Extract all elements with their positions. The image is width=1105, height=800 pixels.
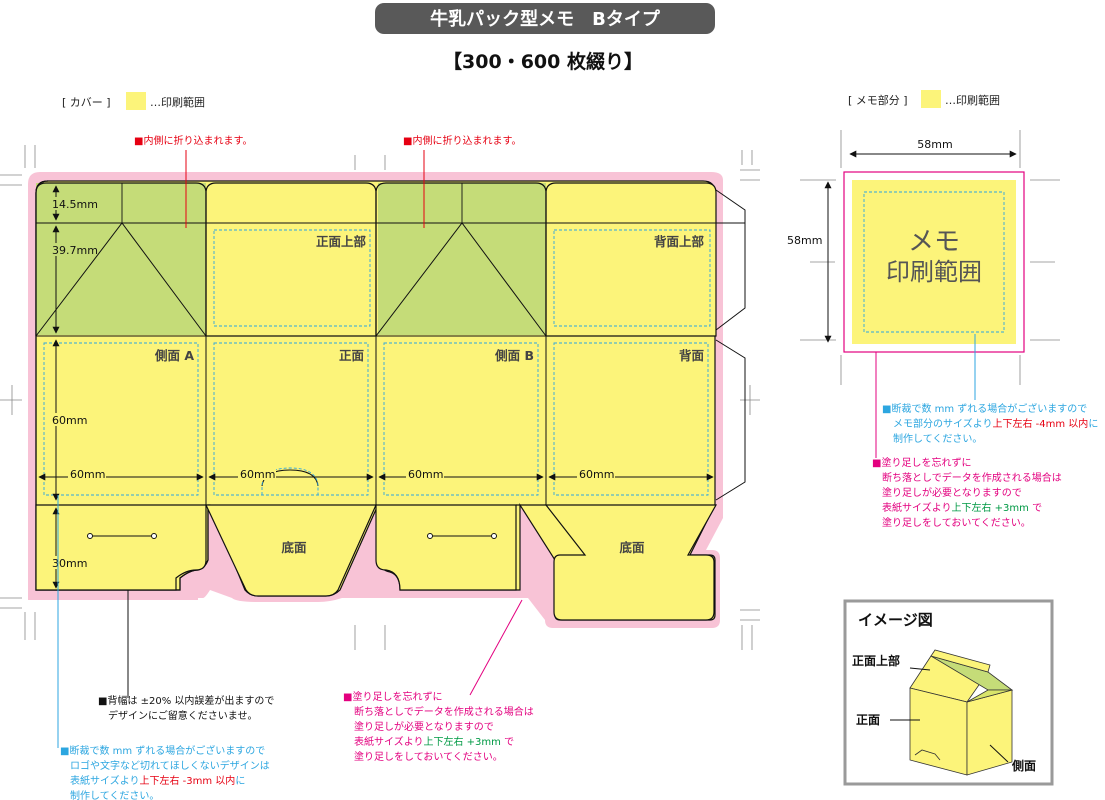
svg-text:制作してください。: 制作してください。	[893, 432, 982, 445]
svg-text:表紙サイズより上下左右 -3mm 以内に: 表紙サイズより上下左右 -3mm 以内に	[70, 774, 245, 787]
spine-note: ■背幅は ±20% 以内誤差が出ますので デザインにご留意くださいませ。	[98, 694, 274, 722]
memo-bleed-note: ■塗り足しを忘れずに 断ち落としでデータを作成される場合は 塗り足しが必要となり…	[872, 456, 1062, 529]
svg-text:塗り足しをしておいてください。: 塗り足しをしておいてください。	[882, 516, 1031, 529]
svg-text:塗り足しをしておいてください。: 塗り足しをしておいてください。	[354, 750, 503, 763]
fold-notes: ■内側に折り込まれます。 ■内側に折り込まれます。	[134, 134, 521, 228]
svg-text:…印刷範囲: …印刷範囲	[945, 93, 1000, 107]
image-label-front-top: 正面上部	[852, 653, 900, 668]
memo-area-line2: 印刷範囲	[886, 258, 982, 286]
label-side-b: 側面 B	[494, 348, 534, 363]
svg-text:■背幅は ±20% 以内誤差が出ますので: ■背幅は ±20% 以内誤差が出ますので	[98, 694, 274, 707]
svg-text:60mm: 60mm	[70, 468, 105, 481]
svg-text:表紙サイズより上下左右 +3mm で: 表紙サイズより上下左右 +3mm で	[354, 735, 514, 748]
fold-note-left: ■内側に折り込まれます。	[134, 134, 252, 147]
svg-text:制作してください。: 制作してください。	[70, 789, 159, 800]
image-box-title: イメージ図	[858, 611, 933, 629]
svg-text:表紙サイズより上下左右 +3mm で: 表紙サイズより上下左右 +3mm で	[882, 501, 1042, 514]
print-range-swatch	[126, 92, 146, 110]
page-title: 牛乳パック型メモ Bタイプ	[430, 8, 661, 30]
label-side-a: 側面 A	[154, 348, 194, 363]
svg-text:39.7mm: 39.7mm	[52, 244, 98, 257]
svg-text:60mm: 60mm	[52, 414, 87, 427]
carton-illustration	[909, 649, 1014, 776]
title-bar: 牛乳パック型メモ Bタイプ	[375, 3, 715, 34]
label-front: 正面	[339, 348, 365, 363]
svg-text:14.5mm: 14.5mm	[52, 198, 98, 211]
label-bottom-1: 底面	[281, 540, 307, 555]
svg-text:■断裁で数 mm ずれる場合がございますので: ■断裁で数 mm ずれる場合がございますので	[882, 402, 1087, 415]
svg-text:…印刷範囲: …印刷範囲	[150, 95, 205, 109]
svg-text:60mm: 60mm	[579, 468, 614, 481]
svg-text:デザインにご留意くださいませ。: デザインにご留意くださいませ。	[108, 709, 258, 722]
image-label-side: 側面	[1011, 758, 1036, 773]
memo-legend: [ メモ部分 ] …印刷範囲	[848, 90, 1000, 108]
panel-labels: 正面上部 背面上部 側面 A 正面 側面 B 背面 底面 底面	[154, 234, 705, 555]
memo-cut-note: ■断裁で数 mm ずれる場合がございますので メモ部分のサイズより上下左右 -4…	[882, 402, 1098, 445]
svg-text:ロゴや文字など切れてほしくないデザインは: ロゴや文字など切れてほしくないデザインは	[70, 759, 270, 772]
label-bottom-2: 底面	[619, 540, 645, 555]
safe-area	[43, 229, 711, 496]
svg-text:断ち落としでデータを作成される場合は: 断ち落としでデータを作成される場合は	[354, 705, 534, 718]
cover-template	[28, 172, 746, 628]
svg-text:断ち落としでデータを作成される場合は: 断ち落としでデータを作成される場合は	[882, 471, 1062, 484]
fold-note-right: ■内側に折り込まれます。	[403, 134, 521, 147]
memo-template: メモ 印刷範囲 58mm 58mm	[787, 130, 1060, 458]
print-range-swatch	[921, 90, 941, 108]
label-front-top: 正面上部	[316, 234, 367, 249]
label-back: 背面	[679, 348, 705, 363]
svg-text:58mm: 58mm	[917, 138, 952, 151]
svg-text:58mm: 58mm	[787, 234, 822, 247]
image-box: イメージ図 正面上部 正面 側面	[843, 599, 1054, 786]
svg-text:■塗り足しを忘れずに: ■塗り足しを忘れずに	[343, 690, 442, 703]
svg-text:[ カバー ]: [ カバー ]	[62, 96, 111, 109]
crop-marks	[0, 145, 760, 650]
cover-bleed-note: ■塗り足しを忘れずに 断ち落としでデータを作成される場合は 塗り足しが必要となり…	[343, 690, 534, 763]
cover-legend: [ カバー ] …印刷範囲	[62, 92, 205, 110]
svg-text:30mm: 30mm	[52, 557, 87, 570]
svg-text:■塗り足しを忘れずに: ■塗り足しを忘れずに	[872, 456, 971, 469]
dimension-labels: 14.5mm 39.7mm 60mm 30mm 60mm 60mm 60mm 6…	[51, 197, 615, 570]
memo-area-line1: メモ	[908, 227, 960, 257]
svg-text:60mm: 60mm	[240, 468, 275, 481]
svg-text:■断裁で数 mm ずれる場合がございますので: ■断裁で数 mm ずれる場合がございますので	[60, 744, 265, 757]
svg-text:メモ部分のサイズより上下左右 -4mm 以内に: メモ部分のサイズより上下左右 -4mm 以内に	[893, 417, 1098, 430]
svg-text:塗り足しが必要となりますので: 塗り足しが必要となりますので	[354, 720, 494, 733]
svg-text:[ メモ部分 ]: [ メモ部分 ]	[848, 93, 908, 107]
image-label-front: 正面	[856, 713, 880, 727]
svg-text:塗り足しが必要となりますので: 塗り足しが必要となりますので	[882, 486, 1022, 499]
page-subtitle: 【300・600 枚綴り】	[443, 50, 643, 73]
cover-cut-note: ■断裁で数 mm ずれる場合がございますので ロゴや文字など切れてほしくないデザ…	[60, 744, 270, 800]
label-back-top: 背面上部	[654, 234, 705, 249]
svg-text:60mm: 60mm	[408, 468, 443, 481]
